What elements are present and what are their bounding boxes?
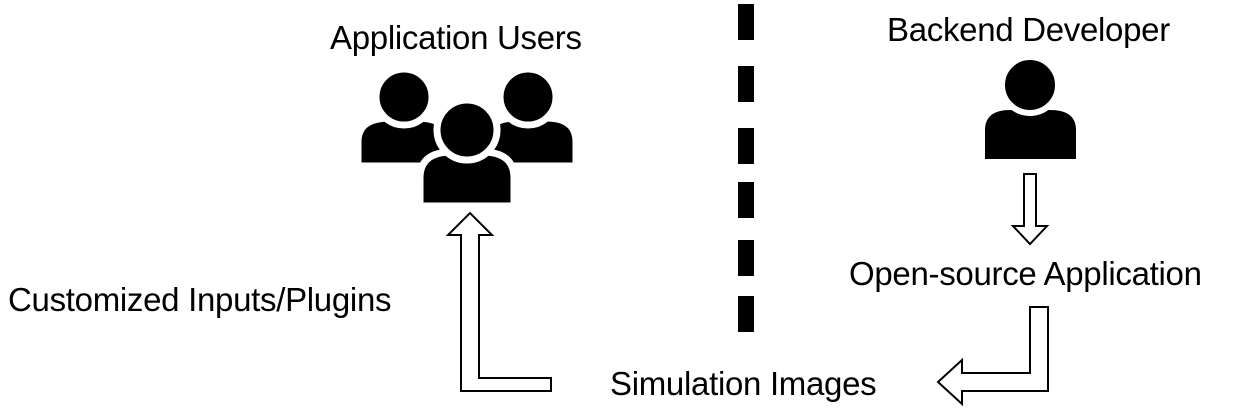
user-left-icon xyxy=(354,65,454,170)
backend-developer-label: Backend Developer xyxy=(887,11,1170,48)
application-users-label: Application Users xyxy=(330,19,582,56)
arrow-left-up-icon xyxy=(445,211,552,392)
arrow-down-icon xyxy=(1010,173,1050,246)
user-right-icon xyxy=(482,65,580,170)
user-center-icon xyxy=(416,96,518,210)
users-group-icon xyxy=(354,65,580,210)
open-source-application-label: Open-source Application xyxy=(849,255,1202,292)
arrow-down-left-icon xyxy=(936,306,1049,407)
simulation-images-label: Simulation Images xyxy=(610,365,877,402)
user-icon xyxy=(985,54,1076,159)
divider-dashed-line xyxy=(738,4,754,332)
customized-inputs-label: Customized Inputs/Plugins xyxy=(8,281,392,318)
